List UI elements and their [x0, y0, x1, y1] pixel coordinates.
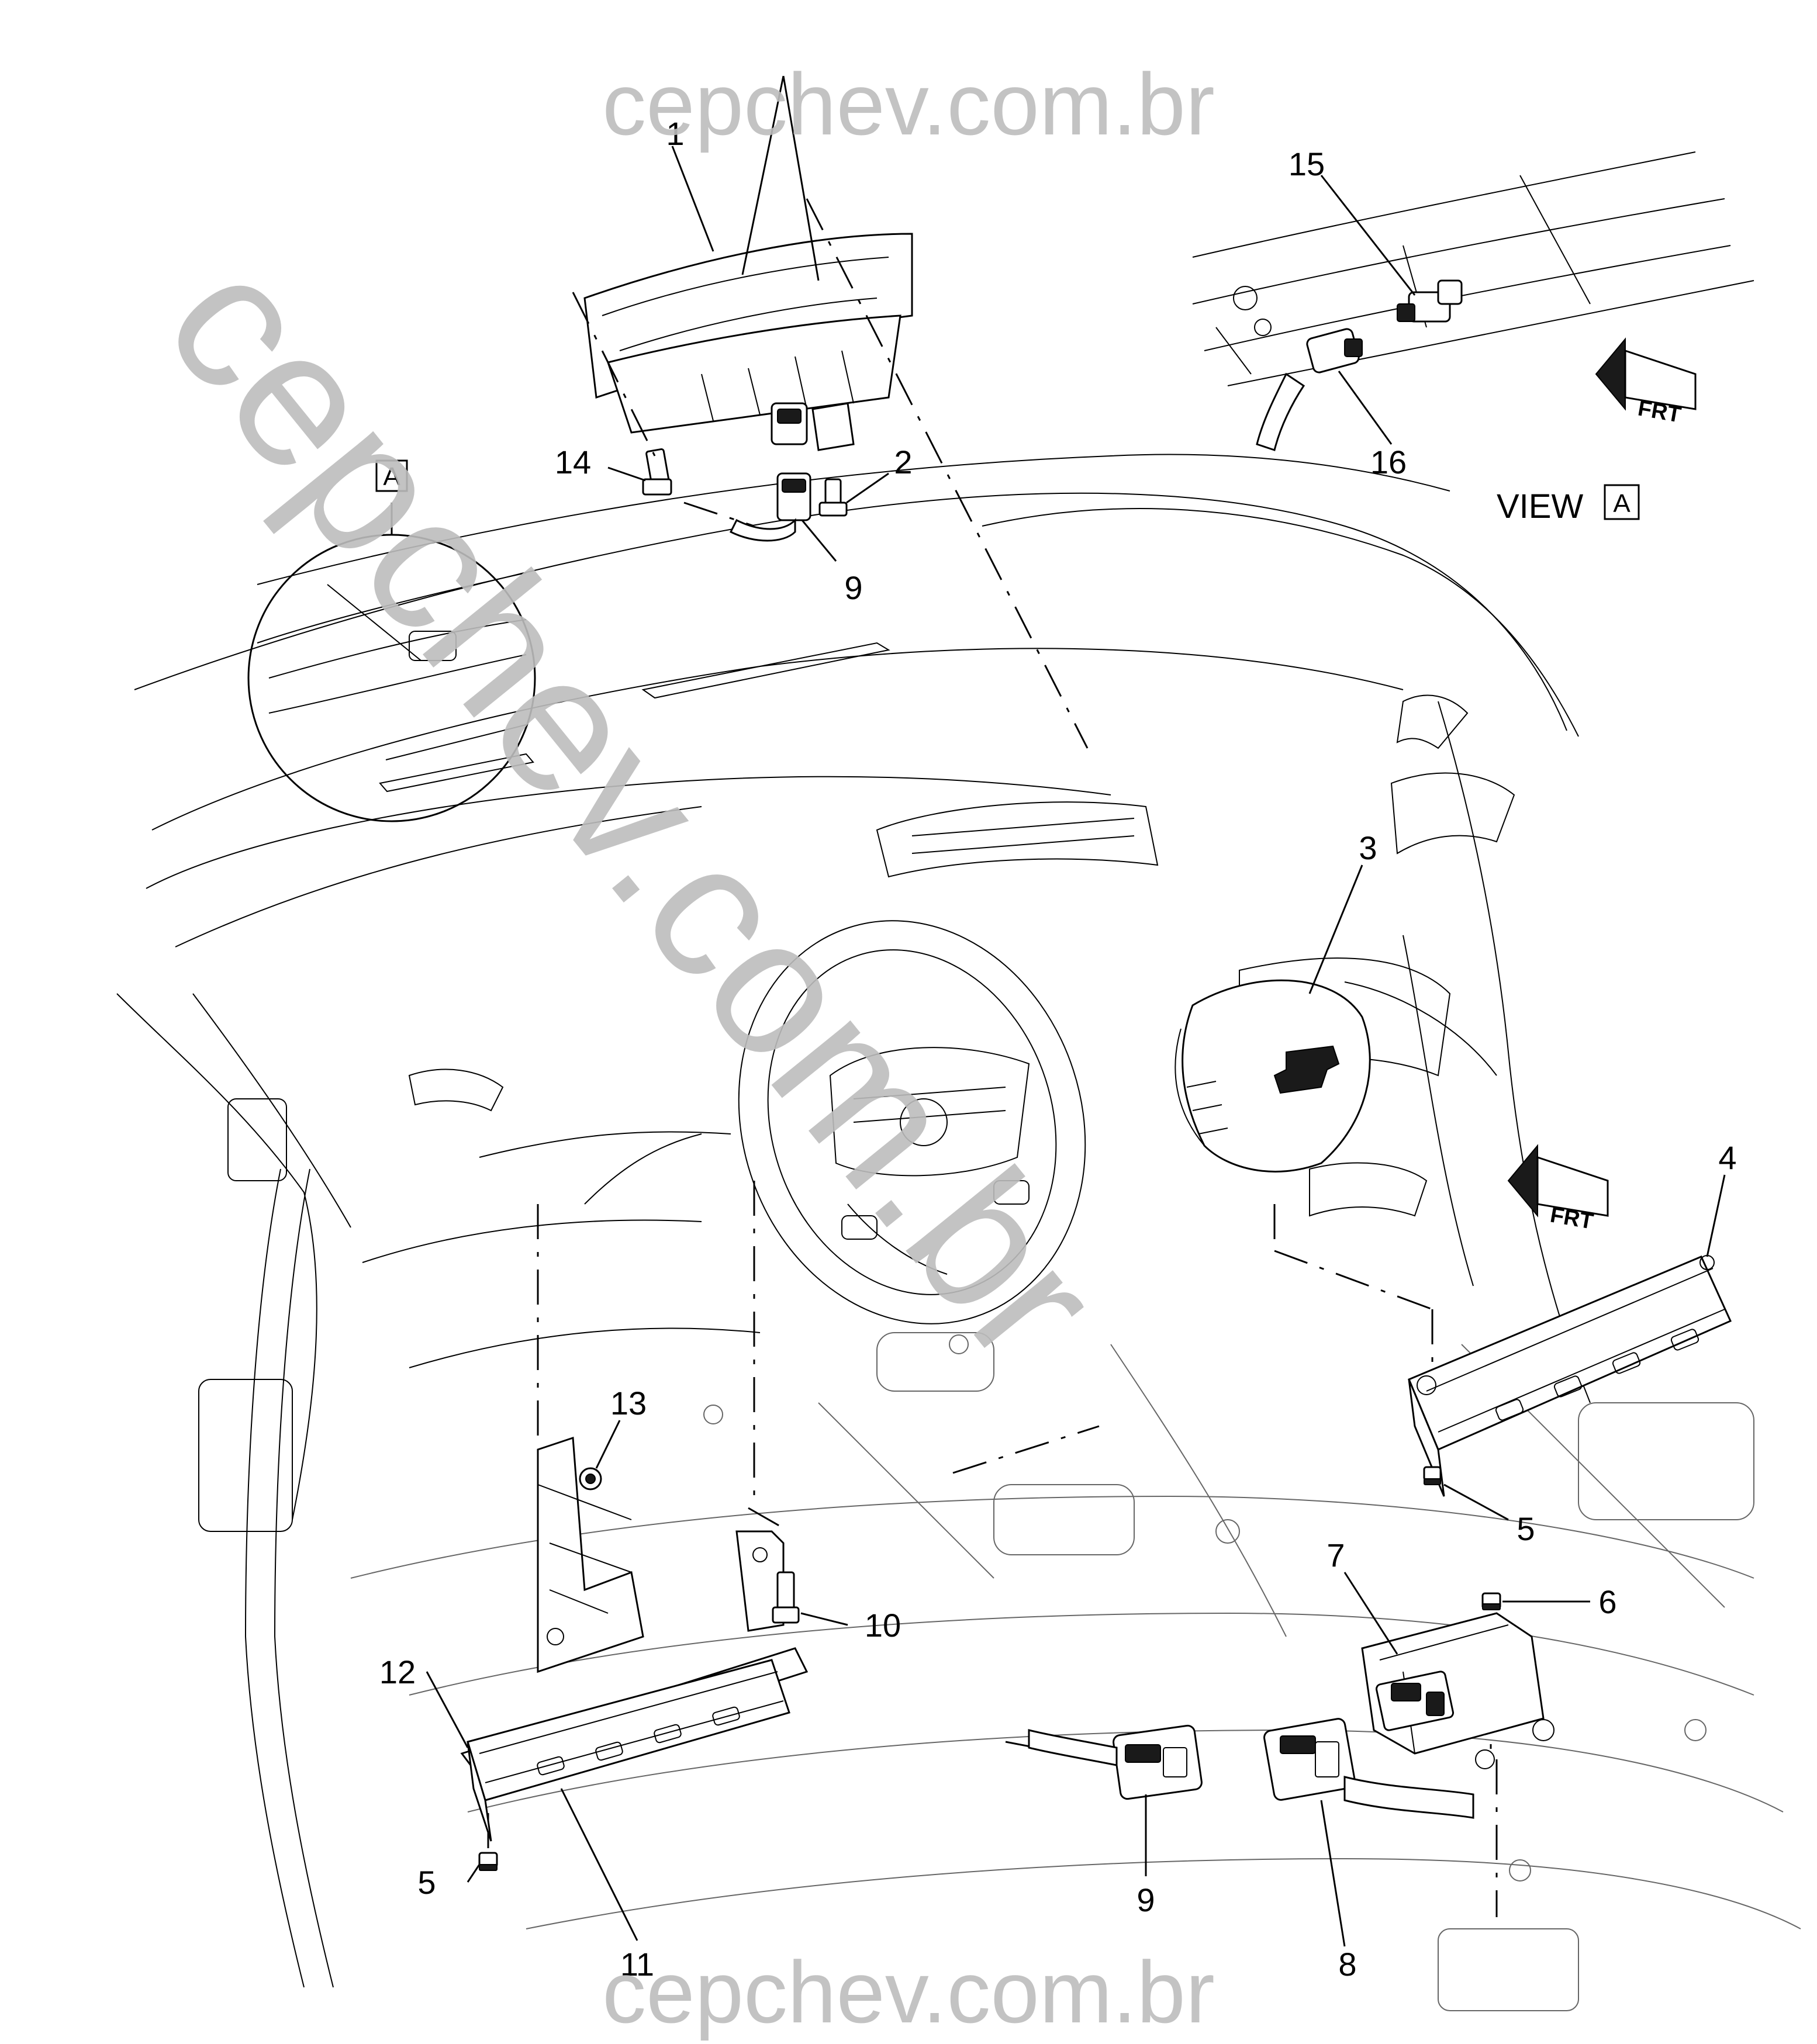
- watermark-top: cepchev.com.br: [602, 55, 1215, 153]
- front-direction-arrow-icon: [1595, 337, 1626, 411]
- callout-2: 2: [894, 444, 912, 480]
- callout-9-top: 9: [844, 569, 862, 606]
- floor-pan-outline: [350, 1332, 1801, 2011]
- detail-circle-a: A: [247, 459, 536, 822]
- part-5-nut-right: [1423, 1466, 1442, 1485]
- part-13-nut: [579, 1467, 602, 1490]
- front-direction-arrow-icon: [1507, 1144, 1538, 1218]
- callout-9-bottom: 9: [1137, 1882, 1155, 1918]
- part-16-connector: [1256, 328, 1363, 451]
- view-a-inset: [1192, 151, 1754, 451]
- part-6-nut: [1481, 1592, 1501, 1610]
- callout-11: 11: [620, 1946, 654, 1983]
- callout-8: 8: [1338, 1946, 1356, 1983]
- view-label-text: VIEW: [1497, 487, 1583, 525]
- view-label-letter: A: [1613, 489, 1631, 518]
- callout-10: 10: [865, 1607, 901, 1644]
- callout-5-left: 5: [417, 1864, 436, 1901]
- view-label-box: [1604, 484, 1640, 520]
- callout-1: 1: [666, 115, 684, 152]
- front-direction-indicator-mid: FRT: [1507, 1144, 1609, 1234]
- part-11-knee-airbag-left: [467, 1659, 790, 1842]
- callout-12: 12: [379, 1654, 416, 1690]
- callout-labels: 1 2 3 4 5 5 6 7 8 9 9 10 11 12 13 14 15 …: [379, 115, 1737, 1983]
- callout-13: 13: [610, 1385, 647, 1422]
- part-1-instrument-panel-airbag: [583, 233, 913, 451]
- callout-7: 7: [1327, 1537, 1345, 1573]
- instrument-panel-outline: [116, 454, 1591, 1988]
- part-3-steering-wheel-airbag: [1175, 979, 1371, 1173]
- view-a-marker-letter: A: [383, 462, 400, 491]
- callout-6: 6: [1598, 1583, 1616, 1620]
- part-5-nut-left: [478, 1852, 498, 1871]
- callout-5-right: 5: [1517, 1510, 1535, 1547]
- part-10-bolt: [772, 1571, 800, 1624]
- callout-4: 4: [1718, 1139, 1736, 1176]
- part-9-connector-bottom: [1028, 1724, 1203, 1800]
- view-a-marker-box: [375, 459, 408, 492]
- callout-15: 15: [1289, 146, 1325, 182]
- part-4-knee-airbag-right: [1408, 1255, 1732, 1497]
- part-7-sensing-diagnostic-module: [1361, 1612, 1555, 1769]
- part-9-connector-top: [729, 472, 811, 542]
- callout-3: 3: [1359, 829, 1377, 866]
- part-8-connector: [1263, 1718, 1474, 1819]
- part-14-bolt: [642, 448, 672, 496]
- part-2-bolt: [818, 478, 848, 517]
- callout-14: 14: [555, 444, 591, 480]
- leader-lines: [426, 75, 1726, 1947]
- view-a-label: VIEW A: [1497, 484, 1640, 525]
- front-direction-indicator-top: FRT: [1595, 337, 1697, 428]
- watermark-bottom: cepchev.com.br: [602, 1943, 1215, 2041]
- callout-16: 16: [1370, 444, 1407, 480]
- steering-wheel: [738, 920, 1086, 1324]
- part-15-impact-sensor: [1397, 279, 1463, 323]
